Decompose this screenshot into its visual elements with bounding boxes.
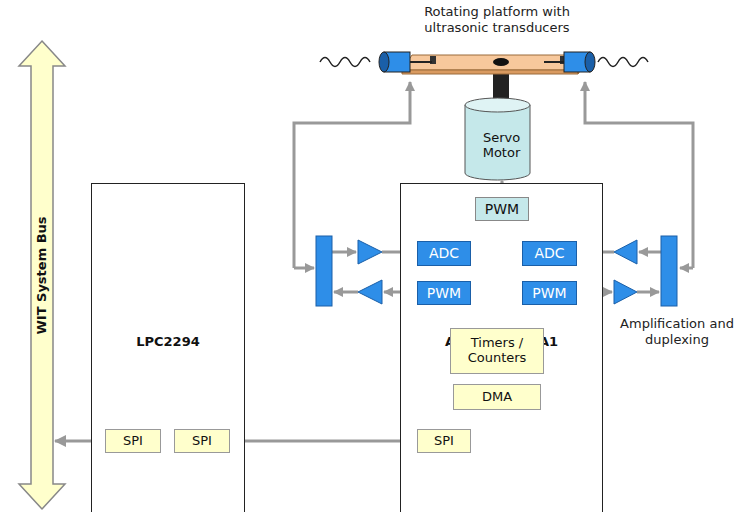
- box-label: ADC: [429, 245, 459, 261]
- processor-box: LPC2294SPI SPI: [91, 183, 245, 512]
- transducer: [410, 61, 432, 63]
- signal-wire: [294, 267, 314, 270]
- system-bus: WIT System Bus: [29, 40, 55, 510]
- peripheral-box: DMA: [453, 384, 541, 410]
- box-label: SPI: [434, 434, 454, 449]
- box-label: PWM: [427, 285, 461, 301]
- interface-box: SPI: [417, 429, 471, 453]
- processor-box: ATxmega128A1PWMADCADCPWMPWMTimers / Coun…: [400, 183, 603, 512]
- chip-name: LPC2294: [136, 335, 200, 350]
- ultrasonic-wave: [598, 58, 648, 67]
- peripheral-box: Timers / Counters: [450, 328, 544, 374]
- amplifier: [614, 280, 637, 304]
- transducer: [544, 61, 564, 63]
- box-label: SPI: [192, 434, 212, 449]
- adc-block: ADC: [522, 241, 577, 266]
- box-label: PWM: [532, 285, 566, 301]
- rotating-platform: [402, 70, 578, 74]
- spindle: [493, 58, 509, 66]
- transducer: [585, 52, 595, 72]
- amplifier: [358, 280, 382, 304]
- box-label: SPI: [123, 434, 143, 449]
- connector-arrow: [230, 440, 417, 443]
- box-label: PWM: [485, 201, 519, 217]
- signal-wire: [639, 251, 661, 254]
- pwm-block: PWM: [475, 197, 529, 221]
- servo-motor: Servo Motor: [464, 97, 539, 181]
- adc-block: ADC: [417, 241, 471, 266]
- box-label: DMA: [482, 390, 512, 405]
- amplifier: [358, 240, 382, 264]
- interface-box: SPI: [174, 429, 230, 453]
- interface-box: SPI: [105, 429, 161, 453]
- rotating-platform: [402, 55, 588, 70]
- pwm-block: PWM: [522, 281, 577, 305]
- box-label: Timers / Counters: [451, 336, 543, 366]
- signal-wire: [294, 82, 410, 268]
- pwm-block: PWM: [417, 281, 471, 305]
- signal-wire: [332, 251, 356, 254]
- group-caption: Amplification and duplexing: [612, 316, 734, 349]
- signal-wire: [680, 267, 693, 270]
- duplexer: [316, 236, 332, 306]
- signal-wire: [334, 291, 358, 294]
- ultrasonic-wave: [320, 58, 370, 67]
- bus-label: WIT System Bus: [35, 216, 50, 334]
- amplifier: [614, 240, 637, 264]
- box-label: Servo Motor: [464, 131, 539, 161]
- box-label: ADC: [534, 245, 564, 261]
- platform-caption: Rotating platform with ultrasonic transd…: [402, 4, 592, 37]
- duplexer: [661, 236, 677, 306]
- signal-wire: [637, 291, 659, 294]
- transducer: [379, 52, 389, 72]
